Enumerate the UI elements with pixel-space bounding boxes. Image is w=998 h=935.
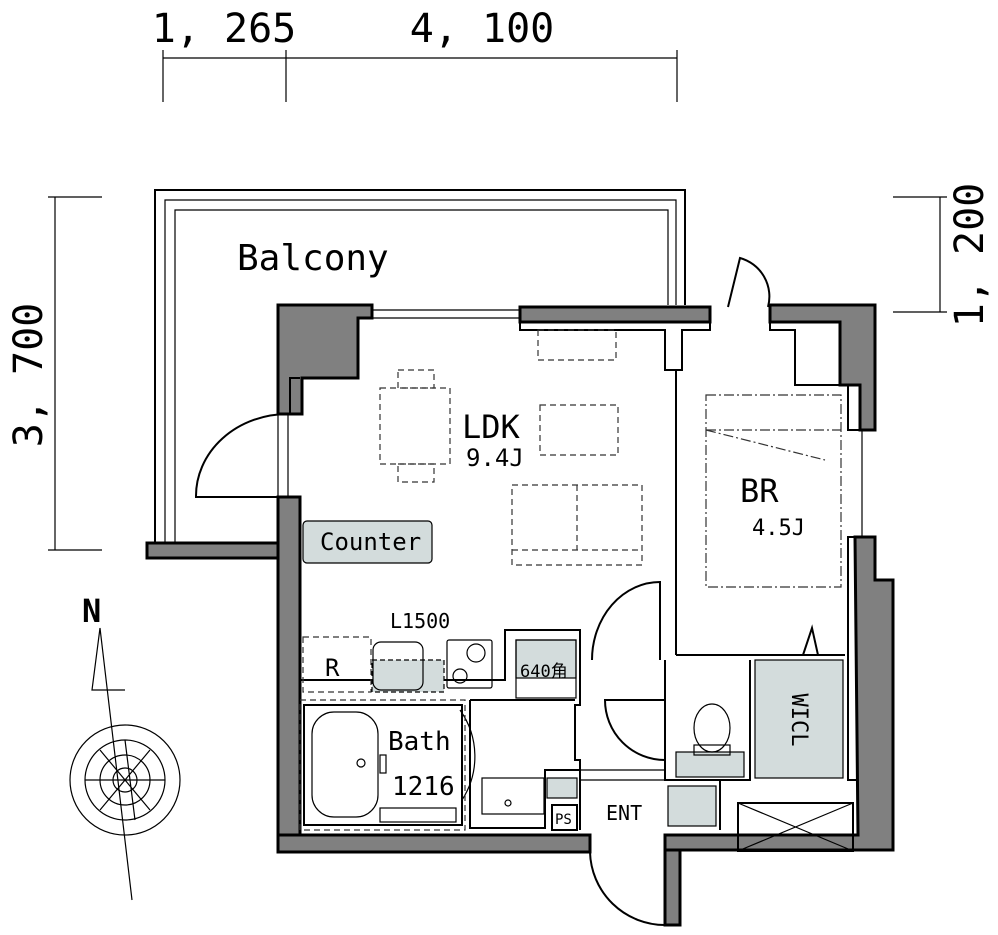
ldk-size: 9.4J [466, 444, 524, 472]
kitchen-length-label: L1500 [390, 609, 450, 633]
bathroom [299, 699, 466, 831]
dimension-lines [48, 50, 947, 551]
entrance-label: ENT [606, 801, 642, 825]
laundry-label: 640角 [520, 662, 568, 682]
dimension-right: 1, 200 [947, 183, 993, 328]
doors [194, 256, 819, 926]
counter [302, 520, 433, 564]
balcony-area [154, 189, 686, 545]
bath-size: 1216 [392, 772, 455, 802]
counter-label: Counter [320, 528, 421, 556]
br-size: 4.5J [752, 516, 805, 541]
dimension-top-1: 1, 265 [152, 6, 297, 52]
walls [145, 303, 895, 927]
bed [705, 394, 842, 588]
compass-icon [69, 627, 181, 901]
compass-north-label: N [82, 592, 101, 630]
wicl-area [754, 659, 844, 779]
dimension-left: 3, 700 [6, 303, 52, 448]
ldk-furniture [379, 329, 643, 566]
balcony-label: Balcony [237, 238, 389, 279]
ldk-label: LDK [462, 408, 521, 446]
fridge-label: R [325, 654, 340, 682]
br-label: BR [740, 472, 779, 510]
ps-label: PS [555, 812, 572, 828]
wash-basin [481, 777, 578, 815]
wicl-label: WICL [786, 694, 811, 747]
bath-label: Bath [388, 727, 451, 757]
dimension-top-2: 4, 100 [410, 6, 555, 52]
toilet [667, 703, 745, 827]
kitchen [302, 636, 577, 699]
